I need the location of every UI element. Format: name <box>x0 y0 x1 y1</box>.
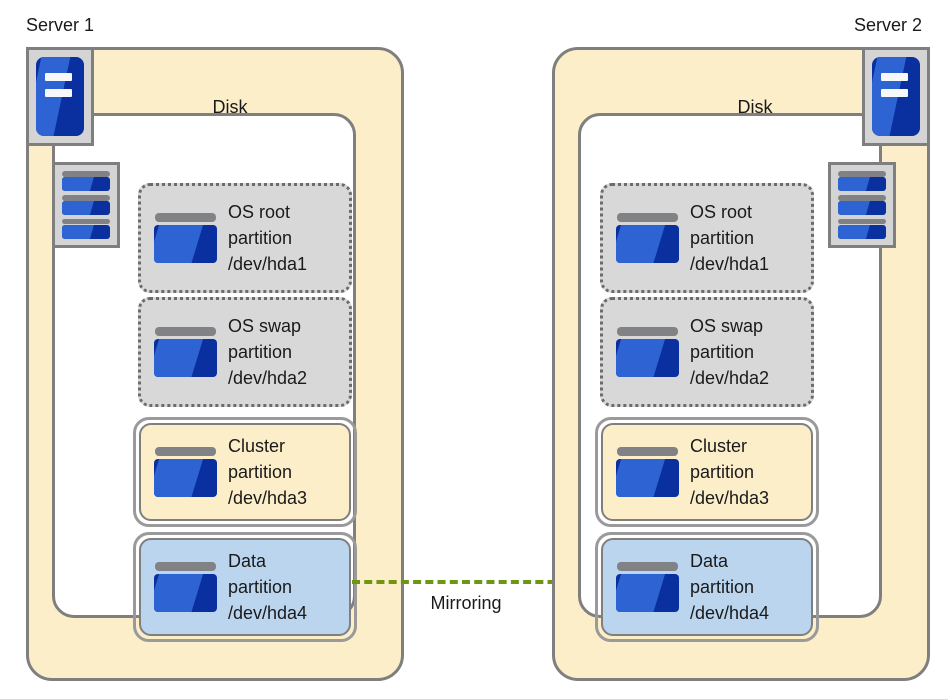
disk-stack-icon <box>828 162 896 248</box>
partition-icon <box>154 327 217 377</box>
disk-stack-icon <box>52 162 120 248</box>
partition-label: Data partition /dev/hda4 <box>228 551 308 623</box>
server-2-disk-label-line1: Disk <box>737 97 773 117</box>
disk-stack-unit <box>838 218 886 239</box>
disk-stack-unit <box>62 218 110 239</box>
mirroring-connector-line <box>352 580 580 584</box>
partition-os-root[interactable]: OS root partition /dev/hda1 <box>600 183 814 293</box>
server-1-title: Server 1 <box>26 15 95 35</box>
disk-stack-unit <box>838 194 886 216</box>
partition-data[interactable]: Data partition /dev/hda4 <box>595 532 819 642</box>
server-icon-bar <box>880 88 908 98</box>
partition-label: Cluster partition /dev/hda3 <box>690 436 770 508</box>
server-icon-chassis <box>36 57 84 136</box>
partition-os-swap[interactable]: OS swap partition /dev/hda2 <box>600 297 814 407</box>
partition-label: OS swap partition /dev/hda2 <box>228 316 308 388</box>
partition-cluster[interactable]: Cluster partition /dev/hda3 <box>133 417 357 527</box>
partition-label: OS root partition /dev/hda1 <box>690 202 770 274</box>
partition-icon <box>154 213 217 263</box>
partition-os-root[interactable]: OS root partition /dev/hda1 <box>138 183 352 293</box>
partition-icon <box>154 447 217 497</box>
partition-icon <box>616 562 679 612</box>
partition-label: OS swap partition /dev/hda2 <box>690 316 770 388</box>
partition-data[interactable]: Data partition /dev/hda4 <box>133 532 357 642</box>
server-icon-bar <box>44 88 72 98</box>
disk-stack-unit <box>62 171 110 192</box>
server-icon-bar <box>44 72 72 82</box>
partition-label: OS root partition /dev/hda1 <box>228 202 308 274</box>
server-icon <box>862 47 930 146</box>
partition-os-swap[interactable]: OS swap partition /dev/hda2 <box>138 297 352 407</box>
server-icon-bar <box>880 72 908 82</box>
server-icon-chassis <box>872 57 920 136</box>
mirroring-label: Mirroring <box>430 593 502 613</box>
partition-icon <box>616 327 679 377</box>
partition-label: Cluster partition /dev/hda3 <box>228 436 308 508</box>
partition-icon <box>616 447 679 497</box>
partition-label: Data partition /dev/hda4 <box>690 551 770 623</box>
disk-stack-unit <box>838 171 886 192</box>
server-icon <box>26 47 94 146</box>
server-2-title: Server 2 <box>853 15 922 35</box>
partition-cluster[interactable]: Cluster partition /dev/hda3 <box>595 417 819 527</box>
disk-stack-unit <box>62 194 110 216</box>
partition-icon <box>154 562 217 612</box>
server-1-disk-label-line1: Disk <box>212 97 248 117</box>
partition-icon <box>616 213 679 263</box>
